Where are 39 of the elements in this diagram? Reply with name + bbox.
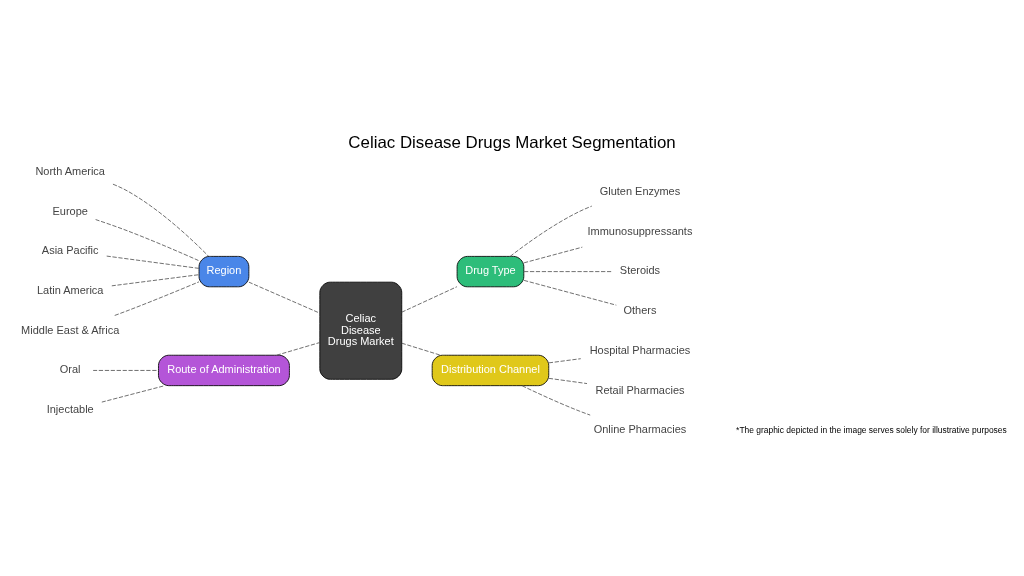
node-text: Asia Pacific (41, 243, 99, 256)
node-box: Drug Type (456, 255, 525, 287)
node-text: Gluten Enzymes (599, 184, 681, 197)
node-text: North America (35, 164, 105, 177)
node-text: Steroids (619, 263, 661, 276)
connector (101, 384, 166, 403)
connector (401, 342, 441, 356)
node-text: Latin America (36, 283, 104, 296)
label: *The graphic depicted in the image serves solely for illustrative purposes (736, 424, 1007, 435)
node-box: Region (198, 255, 250, 287)
connector (523, 270, 613, 272)
connector (111, 273, 200, 286)
node-text: Oral (59, 362, 81, 375)
node-text: Middle East & Africa (21, 323, 120, 336)
connector (523, 279, 617, 306)
node-text: Hospital Pharmacies (589, 343, 691, 356)
node-box: Celiac Disease Drugs Market (319, 281, 403, 380)
connector (548, 357, 582, 363)
connector (95, 218, 200, 261)
node-text: Retail Pharmacies (595, 383, 685, 396)
connector (401, 285, 458, 313)
connector (276, 341, 321, 356)
node-box: Distribution Channel (431, 354, 550, 386)
node-text: Others (623, 303, 657, 316)
connector (248, 281, 320, 313)
connector (92, 369, 159, 371)
connector (114, 280, 200, 316)
connector (521, 384, 591, 416)
connector (112, 183, 210, 257)
node-box: Route of Administration (158, 354, 290, 386)
node-text: Online Pharmacies (593, 422, 687, 435)
node-text: Injectable (46, 402, 94, 415)
connector (523, 246, 583, 263)
node-text: Immunosuppressants (587, 224, 693, 237)
connector (509, 205, 593, 257)
connector (548, 377, 588, 384)
diagram-title: Celiac Disease Drugs Market Segmentation (348, 132, 676, 152)
node-text: Europe (52, 204, 88, 216)
connector (106, 255, 200, 269)
